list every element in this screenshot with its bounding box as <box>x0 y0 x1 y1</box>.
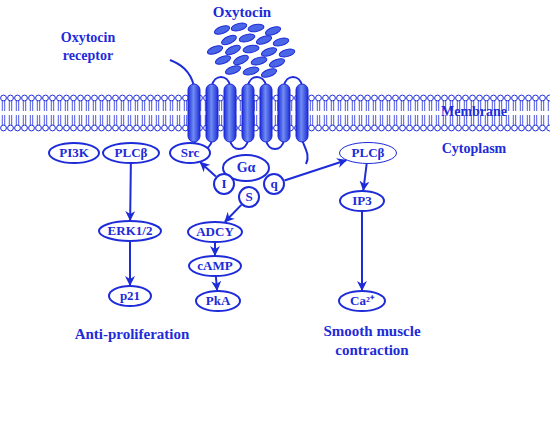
ligand-label: Oxytocin <box>182 3 302 22</box>
node-text: Gα <box>237 160 256 175</box>
protein-oval: PLCβ <box>339 142 397 164</box>
signal-arrow <box>363 164 366 190</box>
protein-oval: ERK1/2 <box>98 220 162 242</box>
region-label: Cytoplasm <box>419 140 529 158</box>
messenger-oval: IP3 <box>339 190 385 212</box>
signal-arrow <box>284 160 346 180</box>
node-text: I <box>221 177 226 191</box>
outcome-label: Smooth muscle contraction <box>307 322 437 360</box>
node-text: S <box>245 190 252 204</box>
signal-arrow <box>200 163 215 177</box>
signal-arrow <box>216 277 217 290</box>
outcome-label: Anti-proliferation <box>42 325 222 344</box>
node-text: p21 <box>120 289 140 303</box>
node-text: PkA <box>206 294 231 308</box>
lipid-bilayer <box>0 94 550 132</box>
node-text: Ca²⁺ <box>350 294 374 308</box>
node-text: PLCβ <box>115 146 148 160</box>
protein-oval: Src <box>169 142 211 164</box>
node-text: ADCY <box>196 225 234 239</box>
subunit-circle: S <box>238 186 260 208</box>
subunit-circle: I <box>213 173 235 195</box>
oxytocin-molecules <box>206 22 295 79</box>
ion-oval: Ca²⁺ <box>338 290 386 312</box>
receptor-helices <box>188 84 308 142</box>
node-text: Src <box>181 146 200 160</box>
receptor-label: Oxytocin receptor <box>48 29 128 64</box>
signal-arrow <box>361 212 363 290</box>
signal-arrow <box>129 242 131 285</box>
node-text: PI3K <box>59 146 89 160</box>
protein-oval: p21 <box>108 285 152 307</box>
protein-oval: PI3K <box>48 142 100 164</box>
node-text: cAMP <box>197 259 232 273</box>
node-text: IP3 <box>352 194 372 208</box>
node-text: ERK1/2 <box>108 224 153 238</box>
subunit-circle: q <box>263 173 285 195</box>
node-text: PLCβ <box>352 146 385 160</box>
messenger-oval: cAMP <box>188 255 242 277</box>
signal-arrow <box>214 243 216 255</box>
signal-arrow <box>129 164 132 220</box>
protein-oval: ADCY <box>187 221 243 243</box>
protein-oval: PkA <box>195 290 241 312</box>
node-text: q <box>270 177 277 191</box>
region-label: Membrane <box>419 103 529 121</box>
protein-oval: PLCβ <box>102 142 160 164</box>
receptor-loops <box>170 60 308 164</box>
signal-arrow <box>225 205 241 222</box>
